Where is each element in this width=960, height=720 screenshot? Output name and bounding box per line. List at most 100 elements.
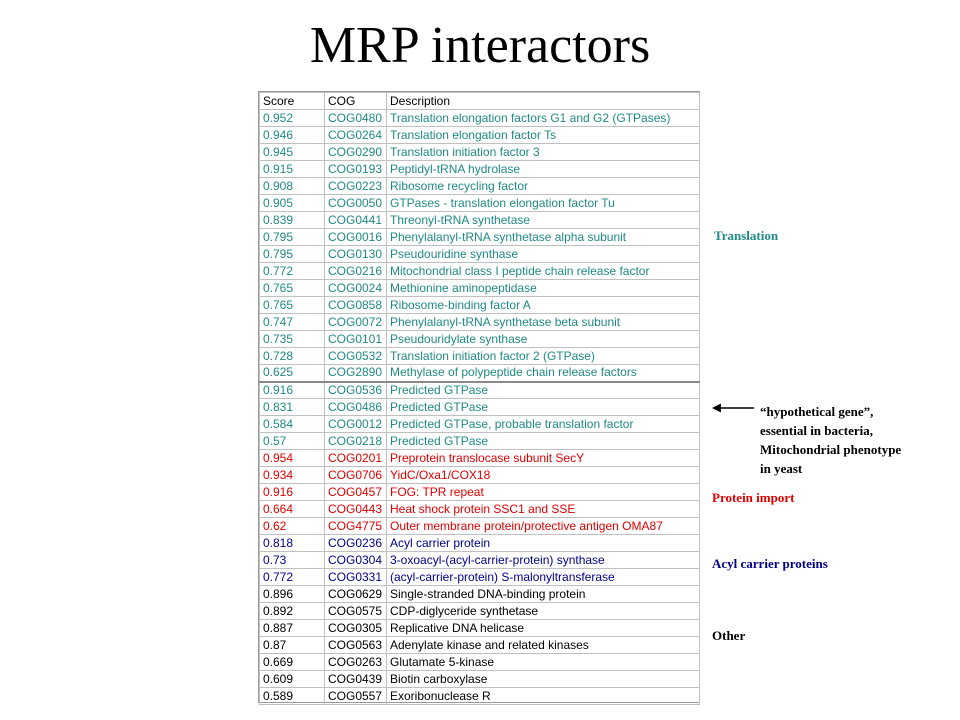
cell-description: GTPases - translation elongation factor … — [386, 194, 700, 212]
note-line-2: essential in bacteria, — [760, 423, 874, 438]
note-line-3: Mitochondrial phenotype — [760, 442, 902, 457]
slide-title: MRP interactors — [309, 17, 651, 74]
cell-score: 0.728 — [259, 347, 325, 365]
cell-description: Biotin carboxylase — [386, 670, 700, 688]
cell-score: 0.934 — [259, 466, 325, 484]
cell-score: 0.772 — [259, 568, 325, 586]
cell-description: Acyl carrier protein — [386, 534, 700, 552]
cell-cog: COG2890 — [324, 364, 387, 382]
cell-description: Glutamate 5-kinase — [386, 653, 700, 671]
cell-cog: COG0858 — [324, 296, 387, 314]
cell-cog: COG0050 — [324, 194, 387, 212]
cell-cog: COG0563 — [324, 636, 387, 654]
cell-score: 0.747 — [259, 313, 325, 331]
cell-cog: COG0331 — [324, 568, 387, 586]
cell-cog: COG0536 — [324, 380, 387, 399]
cell-description: FOG: TPR repeat — [386, 483, 700, 501]
header-description: Description — [386, 92, 700, 110]
cell-score: 0.87 — [259, 636, 325, 654]
cell-score: 0.625 — [259, 364, 325, 382]
cell-description: Translation initiation factor 2 (GTPase) — [386, 347, 700, 365]
cell-cog: COG0457 — [324, 483, 387, 501]
cell-description: Replicative DNA helicase — [386, 619, 700, 637]
cell-description: Mitochondrial class I peptide chain rele… — [386, 262, 700, 280]
group-label-protein-import: Protein import — [712, 490, 795, 505]
cell-score: 0.945 — [259, 143, 325, 161]
cell-description: Predicted GTPase — [386, 398, 700, 416]
cell-description: Translation initiation factor 3 — [386, 143, 700, 161]
cell-description: Ribosome-binding factor A — [386, 296, 700, 314]
cell-cog: COG0236 — [324, 534, 387, 552]
cell-score: 0.57 — [259, 432, 325, 450]
cell-cog: COG0101 — [324, 330, 387, 348]
hypothetical-gene-note: “hypothetical gene”, essential in bacter… — [760, 402, 950, 478]
cell-cog: COG0557 — [324, 687, 387, 705]
cell-cog: COG0193 — [324, 160, 387, 178]
cell-score: 0.831 — [259, 398, 325, 416]
header-score: Score — [259, 92, 325, 110]
cell-cog: COG0290 — [324, 143, 387, 161]
note-line-4: in yeast — [760, 461, 803, 476]
cell-description: Ribosome recycling factor — [386, 177, 700, 195]
cell-score: 0.795 — [259, 228, 325, 246]
cell-score: 0.735 — [259, 330, 325, 348]
cell-cog: COG0480 — [324, 109, 387, 127]
cell-cog: COG0629 — [324, 585, 387, 603]
cell-description: Outer membrane protein/protective antige… — [386, 517, 700, 535]
arrow-left-icon — [712, 403, 754, 413]
cell-cog: COG0486 — [324, 398, 387, 416]
cell-score: 0.772 — [259, 262, 325, 280]
cell-score: 0.946 — [259, 126, 325, 144]
cell-cog: COG0012 — [324, 415, 387, 433]
cell-description: Single-stranded DNA-binding protein — [386, 585, 700, 603]
cell-description: Methionine aminopeptidase — [386, 279, 700, 297]
cell-score: 0.584 — [259, 415, 325, 433]
note-line-1: “hypothetical gene”, — [760, 404, 874, 419]
cell-description: Pseudouridylate synthase — [386, 330, 700, 348]
cell-score: 0.915 — [259, 160, 325, 178]
cell-cog: COG0443 — [324, 500, 387, 518]
cell-description: Heat shock protein SSC1 and SSE — [386, 500, 700, 518]
cell-score: 0.839 — [259, 211, 325, 229]
cell-score: 0.908 — [259, 177, 325, 195]
cell-score: 0.916 — [259, 483, 325, 501]
cell-cog: COG0441 — [324, 211, 387, 229]
cell-score: 0.609 — [259, 670, 325, 688]
cell-description: Adenylate kinase and related kinases — [386, 636, 700, 654]
cell-description: Methylase of polypeptide chain release f… — [386, 364, 700, 382]
cell-description: YidC/Oxa1/COX18 — [386, 466, 700, 484]
cell-description: Predicted GTPase — [386, 380, 700, 399]
cell-description: Peptidyl-tRNA hydrolase — [386, 160, 700, 178]
cell-cog: COG4775 — [324, 517, 387, 535]
cell-score: 0.62 — [259, 517, 325, 535]
cell-score: 0.669 — [259, 653, 325, 671]
cell-cog: COG0072 — [324, 313, 387, 331]
cell-cog: COG0218 — [324, 432, 387, 450]
